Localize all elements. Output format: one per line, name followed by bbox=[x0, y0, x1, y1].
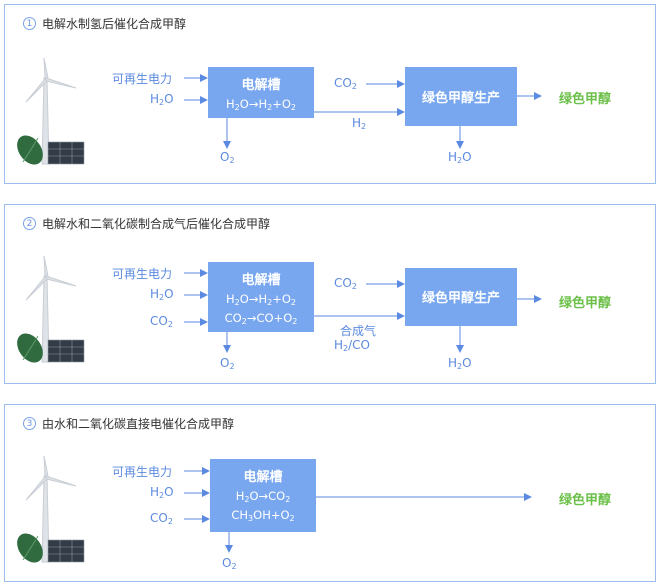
panel-2: 2 电解水和二氧化碳制合成气后催化合成甲醇 bbox=[4, 204, 656, 384]
reaction-line: H2O→CO2 bbox=[235, 489, 291, 504]
electrolyzer-box: 电解槽 H2O→H2+O2 CO2→CO+O2 bbox=[208, 262, 314, 332]
input-water: H2O bbox=[150, 92, 174, 107]
input-renewable-power: 可再生电力 bbox=[112, 267, 173, 281]
panel-title-text: 由水和二氧化碳直接电催化合成甲醇 bbox=[42, 417, 235, 431]
electrolyzer-box: 电解槽 H2O→CO2 CH3OH+O2 bbox=[210, 459, 316, 532]
electrolyzer-title: 电解槽 bbox=[241, 78, 281, 93]
panel-title: 2 电解水和二氧化碳制合成气后催化合成甲醇 bbox=[23, 215, 270, 232]
step-number: 2 bbox=[23, 217, 36, 230]
input-co2: CO2 bbox=[150, 511, 173, 526]
panel-title-text: 电解水和二氧化碳制合成气后催化合成甲醇 bbox=[42, 217, 271, 231]
panel-3: 3 由水和二氧化碳直接电催化合成甲醇 bbox=[4, 404, 656, 582]
green-methanol-production-box: 绿色甲醇生产 bbox=[405, 67, 517, 126]
panel-title-text: 电解水制氢后催化合成甲醇 bbox=[42, 17, 187, 31]
syngas-label: 合成气 bbox=[340, 324, 377, 338]
oxygen-output: O2 bbox=[222, 556, 237, 571]
oxygen-output: O2 bbox=[220, 356, 235, 371]
electrolyzer-title: 电解槽 bbox=[243, 470, 283, 485]
reaction-line: CH3OH+O2 bbox=[231, 508, 295, 523]
reaction-line: H2O→H2+O2 bbox=[226, 97, 296, 112]
wind-solar-icon bbox=[17, 58, 85, 165]
water-output: H2O bbox=[448, 150, 472, 165]
green-methanol-result: 绿色甲醇 bbox=[559, 92, 612, 107]
step-number: 3 bbox=[23, 417, 36, 430]
hydrogen-label: H2 bbox=[352, 116, 367, 131]
reaction-line: H2O→H2+O2 bbox=[226, 292, 296, 307]
green-methanol-result: 绿色甲醇 bbox=[559, 296, 612, 311]
electrolyzer-title: 电解槽 bbox=[241, 273, 281, 288]
green-methanol-result: 绿色甲醇 bbox=[559, 493, 612, 508]
reaction-line: CO2→CO+O2 bbox=[224, 311, 298, 326]
production-title: 绿色甲醇生产 bbox=[421, 291, 500, 306]
electrolyzer-box: 电解槽 H2O→H2+O2 bbox=[208, 67, 314, 118]
syngas-formula: H2/CO bbox=[334, 338, 370, 353]
wind-solar-icon bbox=[17, 256, 85, 363]
co2-input: CO2 bbox=[334, 76, 357, 91]
panel-title: 3 由水和二氧化碳直接电催化合成甲醇 bbox=[23, 415, 234, 432]
wind-solar-icon bbox=[17, 456, 85, 563]
step-number: 1 bbox=[23, 17, 36, 30]
water-output: H2O bbox=[448, 356, 472, 371]
panel-1: 1 电解水制氢后催化合成甲醇 bbox=[4, 4, 656, 184]
input-renewable-power: 可再生电力 bbox=[112, 72, 173, 86]
input-co2: CO2 bbox=[150, 314, 173, 329]
green-methanol-production-box: 绿色甲醇生产 bbox=[405, 268, 517, 326]
production-title: 绿色甲醇生产 bbox=[421, 91, 500, 106]
co2-input: CO2 bbox=[334, 276, 357, 291]
input-water: H2O bbox=[150, 485, 174, 500]
oxygen-output: O2 bbox=[220, 150, 235, 165]
input-water: H2O bbox=[150, 287, 174, 302]
panel-title: 1 电解水制氢后催化合成甲醇 bbox=[23, 15, 186, 32]
input-renewable-power: 可再生电力 bbox=[112, 465, 173, 479]
